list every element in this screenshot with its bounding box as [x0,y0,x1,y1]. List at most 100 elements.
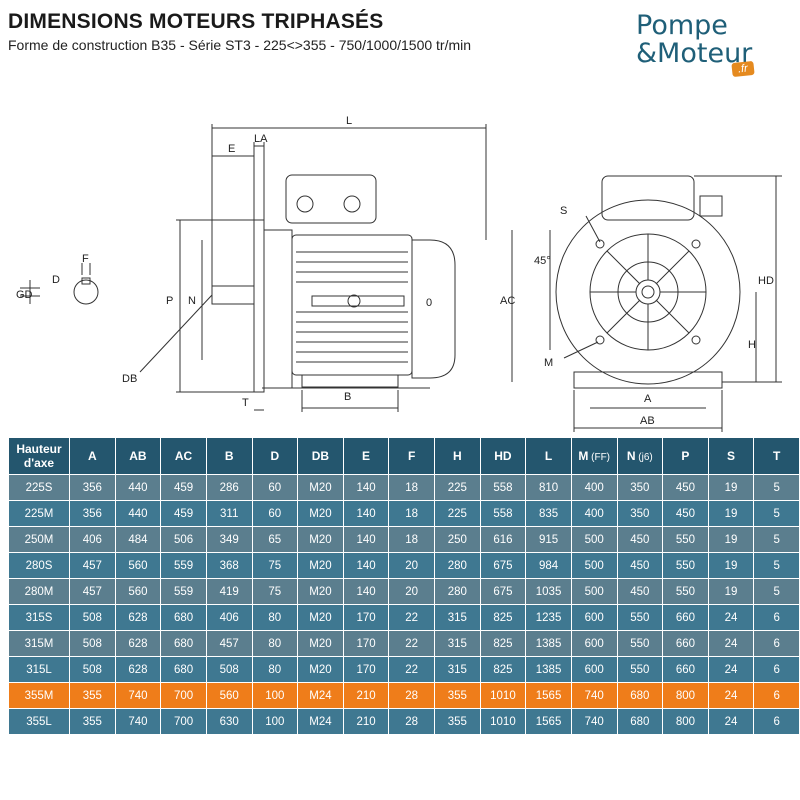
table-cell: 450 [616,552,664,579]
column-header: D [251,437,299,475]
table-cell: 6 [753,630,800,657]
table-cell: M24 [297,682,344,709]
table-cell: 19 [707,552,755,579]
table-cell: 484 [114,526,162,553]
table-cell: 28 [388,682,435,709]
table-cell: 558 [479,500,527,527]
table-cell: 140 [342,578,390,605]
dim-label-H: H [748,339,756,351]
dim-label-O: 0 [426,297,432,309]
table-cell: 825 [479,656,527,683]
column-header: N (j6) [616,437,664,475]
dim-label-M: M [544,357,553,369]
column-header: T [753,437,800,475]
row-frame-size: 280S [8,552,70,579]
dim-label-AC: AC [500,295,515,307]
table-cell: 355 [434,682,481,709]
dim-label-N: N [188,295,196,307]
table-cell: 825 [479,630,527,657]
table-cell: 349 [205,526,253,553]
table-cell: 5 [753,526,800,553]
table-cell: 6 [753,682,800,709]
table-cell: 75 [251,552,299,579]
column-header-unit: (FF) [588,452,611,463]
row-frame-size: 225S [8,474,70,501]
terminal-box-side [285,174,377,224]
table-cell: 500 [570,526,618,553]
dim-label-L: L [346,115,352,127]
table-cell: 550 [616,604,664,631]
table-cell: 24 [707,630,755,657]
dim-label-D: D [52,274,60,286]
motor-dimension-drawing: L E LA F D GD P N DB T B AC 0 S 45° M HD… [16,115,782,432]
table-cell: 80 [251,604,299,631]
table-cell: 24 [707,708,755,735]
column-header: AB [114,437,162,475]
table-cell: 660 [662,656,709,683]
table-cell: 406 [205,604,253,631]
shaft-side [211,285,255,305]
dim-label-AB: AB [640,415,655,427]
table-cell: 440 [114,474,162,501]
table-cell: 356 [69,500,116,527]
nameplate [311,295,405,307]
table-cell: 680 [160,604,207,631]
table-cell: 600 [570,656,618,683]
dim-label-F: F [82,253,89,265]
table-cell: 457 [205,630,253,657]
row-frame-size: 355L [8,708,70,735]
table-cell: 140 [342,552,390,579]
table-cell: M20 [297,630,344,657]
table-cell: 18 [388,474,435,501]
table-cell: 560 [205,682,253,709]
column-header-unit: (j6) [635,452,653,463]
table-cell: 506 [160,526,207,553]
table-cell: 1010 [479,708,527,735]
page-title: DIMENSIONS MOTEURS TRIPHASÉS [8,10,384,33]
table-cell: 19 [707,474,755,501]
dim-label-S: S [560,205,567,217]
table-cell: 675 [479,578,527,605]
column-header: HD [479,437,527,475]
row-frame-size: 250M [8,526,70,553]
table-cell: 19 [707,526,755,553]
table-cell: 19 [707,578,755,605]
table-cell: 140 [342,500,390,527]
table-cell: 225 [434,474,481,501]
table-cell: M20 [297,604,344,631]
logo-line-1: Pompe [636,10,728,41]
table-cell: 680 [160,630,207,657]
column-header: E [342,437,390,475]
table-cell: 680 [160,656,207,683]
table-cell: 280 [434,552,481,579]
table-cell: 170 [342,630,390,657]
row-frame-size: 315M [8,630,70,657]
row-frame-size: 225M [8,500,70,527]
table-cell: M20 [297,656,344,683]
table-cell: 350 [616,474,664,501]
dim-label-P: P [166,295,173,307]
table-cell: 315 [434,656,481,683]
table-cell: 457 [69,578,116,605]
table-cell: 140 [342,474,390,501]
table-cell: 508 [69,656,116,683]
table-cell: 24 [707,682,755,709]
dim-label-HD: HD [758,275,774,287]
column-header: Hauteur d'axe [8,437,70,475]
table-cell: 250 [434,526,481,553]
flange-front [555,199,741,385]
table-cell: 800 [662,708,709,735]
table-cell: M20 [297,474,344,501]
table-cell: 450 [616,578,664,605]
table-cell: M20 [297,578,344,605]
table-cell: 315 [434,630,481,657]
table-cell: 1385 [525,630,572,657]
table-cell: 550 [662,526,709,553]
table-cell: 440 [114,500,162,527]
table-cell: 19 [707,500,755,527]
